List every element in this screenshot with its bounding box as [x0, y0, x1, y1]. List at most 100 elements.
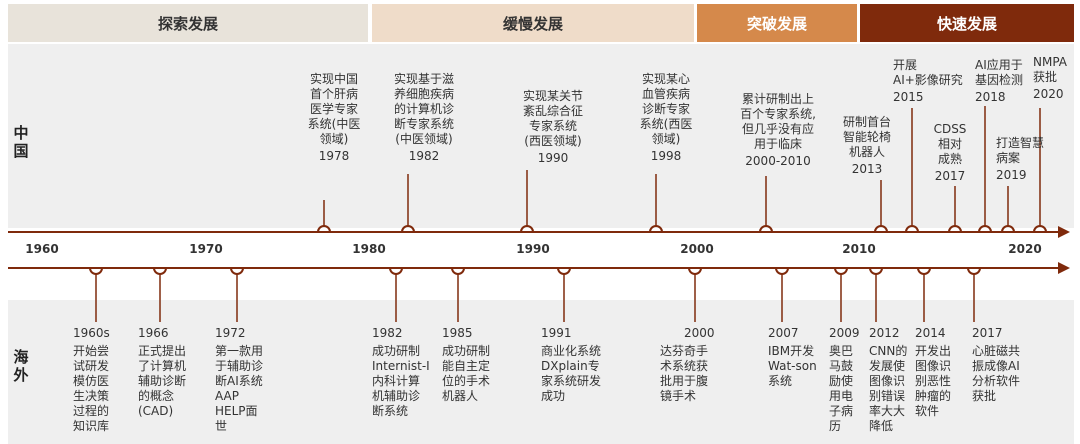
event-text: 分析软件 — [972, 374, 1021, 388]
event-text: 第一款用 — [215, 344, 264, 358]
event-text: 商业化系统 — [541, 344, 602, 358]
event-text: 成功研制 — [442, 344, 491, 358]
event-text: 成熟 — [937, 152, 963, 166]
event-text: 模仿医 — [73, 374, 110, 388]
event-text: (中医领域) — [395, 132, 453, 146]
china-marker — [1033, 225, 1047, 233]
event-year: 2015 — [893, 90, 924, 104]
event-text: IBM开发 — [768, 344, 815, 358]
china-marker — [649, 225, 663, 233]
event-text: 的计算机诊 — [393, 102, 455, 116]
event-text: 紊乱综合征 — [522, 104, 584, 118]
overseas-marker — [688, 267, 702, 275]
event-text: 机器人 — [442, 389, 479, 403]
event-text: 励使 — [829, 374, 854, 388]
event-text: 断专家系统 — [393, 117, 455, 131]
event-text: 用于临床 — [753, 137, 803, 151]
event-year: 1982 — [372, 326, 403, 340]
event-text: 血管疾病 — [641, 87, 690, 101]
phase-label: 缓慢发展 — [502, 14, 563, 33]
year-2010: 2010 — [842, 242, 876, 256]
event-text: 打造智慧 — [996, 136, 1045, 150]
event-year: 1978 — [318, 149, 350, 163]
event-text: DXplain专 — [541, 359, 600, 373]
china-marker — [948, 225, 962, 233]
event-text: 心脏磁共 — [972, 344, 1021, 358]
event-text: 养细胞疾病 — [393, 87, 455, 101]
overseas-label: 海外 — [13, 348, 29, 384]
year-1980: 1980 — [352, 242, 386, 256]
overseas-marker — [557, 267, 571, 275]
event-text: 生决策 — [73, 389, 110, 403]
event-text: 用电 — [829, 389, 854, 403]
event-text: 别恶性 — [915, 374, 952, 388]
overseas-marker — [230, 267, 244, 275]
event-year: 2017 — [972, 326, 1003, 340]
china-marker — [759, 225, 773, 233]
event-text: 开展 — [893, 58, 918, 72]
event-text: CNN的 — [869, 344, 908, 358]
event-text: 基因检测 — [975, 73, 1024, 87]
event-text: 别错误 — [869, 389, 906, 403]
event-text: 实现基于滋 — [393, 72, 455, 86]
event-text: HELP面 — [215, 404, 258, 418]
event-text: 世 — [215, 419, 228, 433]
overseas-marker — [869, 267, 883, 275]
event-year: 1966 — [138, 326, 169, 340]
event-text: 辅助诊断 — [138, 374, 187, 388]
overseas-marker — [89, 267, 103, 275]
event-year: 2014 — [915, 326, 946, 340]
event-year: 1998 — [650, 149, 682, 163]
event-text: CDSS — [933, 122, 967, 136]
event-year: 2007 — [768, 326, 799, 340]
year-2020: 2020 — [1008, 242, 1042, 256]
event-text: AI+影像研究 — [893, 73, 963, 87]
event-year: 2019 — [996, 168, 1027, 182]
event-text: 系统(西医 — [639, 117, 693, 131]
event-text: 系统(中医 — [307, 117, 361, 131]
event-text: 诊断专家 — [641, 102, 690, 116]
event-text: 发展使 — [869, 359, 906, 373]
event-text: 专家系统 — [528, 119, 578, 133]
event-text: 历 — [829, 419, 842, 433]
event-text: 降低 — [869, 419, 894, 433]
event-text: 累计研制出上 — [741, 92, 815, 106]
event-text: NMPA — [1033, 55, 1068, 69]
event-year: 1972 — [215, 326, 246, 340]
china-marker — [401, 225, 415, 233]
event-year: 2000-2010 — [745, 154, 811, 168]
event-text: 位的手术 — [442, 374, 491, 388]
event-text: (西医领域) — [524, 134, 582, 148]
overseas-marker — [917, 267, 931, 275]
china-axis-arrowhead — [1058, 226, 1070, 238]
event-text: 系统 — [768, 374, 793, 388]
event-text: 断系统 — [372, 404, 409, 418]
event-text: 家系统研发 — [541, 374, 602, 388]
event-text: 于辅助诊 — [215, 359, 264, 373]
event-text: 获批 — [1033, 70, 1058, 84]
event-text: AI应用于 — [975, 58, 1023, 72]
event-year: 2000 — [684, 326, 715, 340]
china-marker — [978, 225, 992, 233]
event-text: 获批 — [972, 389, 997, 403]
event-year: 1990 — [537, 151, 569, 165]
event-text: 医学专家 — [309, 102, 358, 116]
china-marker — [905, 225, 919, 233]
event-text: 的概念 — [138, 389, 175, 403]
phase-label: 探索发展 — [157, 14, 218, 33]
event-text: Internist-I — [372, 359, 430, 373]
